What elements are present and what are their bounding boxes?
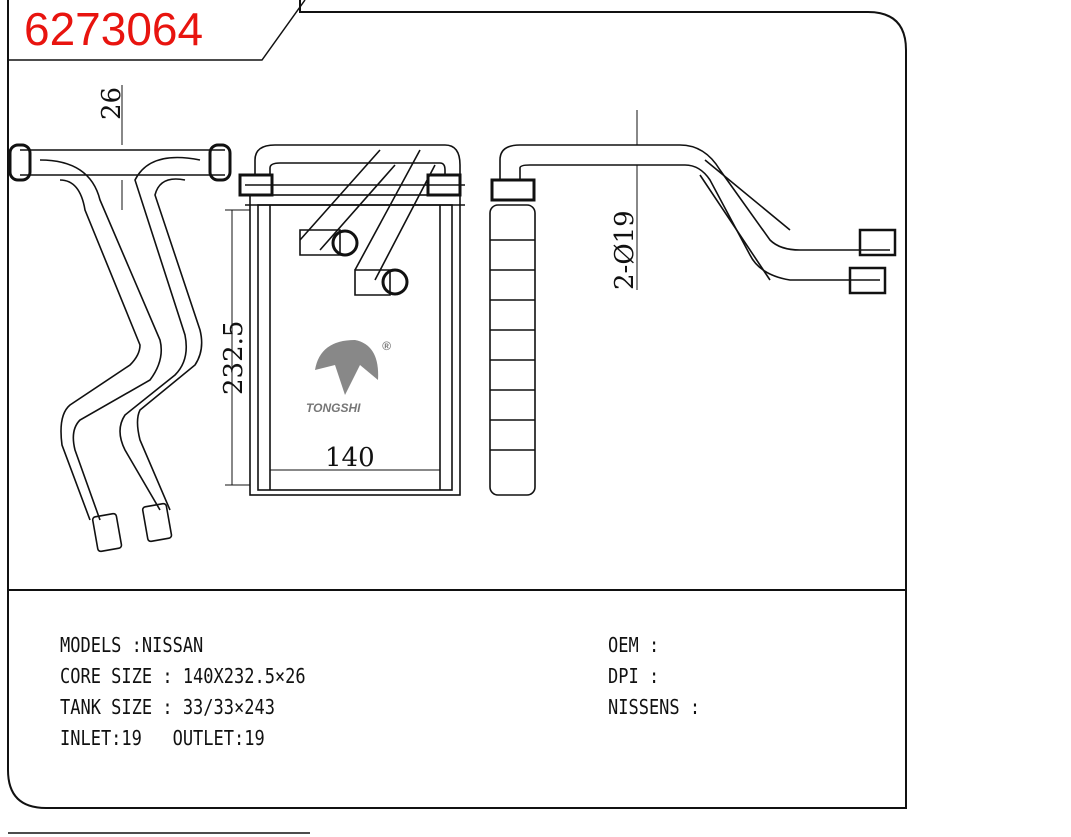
registered-mark: ® [382, 339, 391, 353]
dimension-width: 140 [325, 443, 375, 473]
spec-models: MODELS :NISSAN [60, 633, 204, 657]
logo-text: TONGSHI [306, 401, 361, 415]
spec-dpi: DPI : [608, 664, 660, 688]
core-side-view [489, 110, 897, 496]
core-front-view [225, 144, 465, 496]
specs-left: MODELS :NISSAN CORE SIZE : 140X232.5×26 … [60, 630, 349, 754]
dimension-pipe-diameter: 2-Ø19 [610, 210, 640, 290]
drawing-frame [7, 0, 907, 834]
dimension-height: 232.5 [219, 321, 249, 395]
spec-nissens: NISSENS : [608, 695, 701, 719]
dimension-thickness: 26 [97, 87, 127, 120]
spec-core-size: CORE SIZE : 140X232.5×26 [60, 664, 306, 688]
spec-oem: OEM : [608, 633, 660, 657]
logo-mark [315, 340, 379, 395]
spec-inlet-outlet: INLET:19 OUTLET:19 [60, 726, 265, 750]
part-number-title: 6273064 [24, 3, 204, 55]
specs-right: OEM : DPI : NISSENS : [608, 630, 716, 723]
side-view-pipes [8, 85, 232, 553]
tongshi-logo: ® TONGSHI [306, 339, 391, 415]
spec-tank-size: TANK SIZE : 33/33×243 [60, 695, 275, 719]
